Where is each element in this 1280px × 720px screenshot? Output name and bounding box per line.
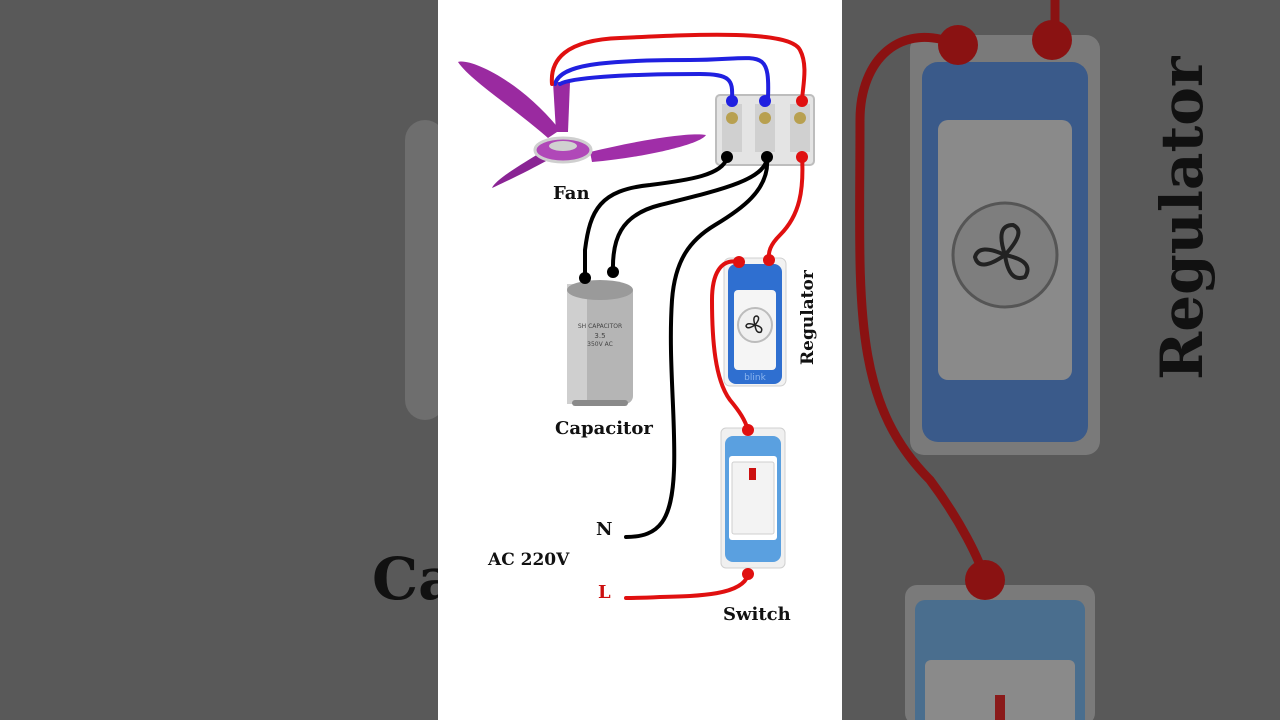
terminal-dots [579, 95, 808, 580]
capacitor-text-1: SH CAPACITOR [578, 323, 622, 330]
switch-image [720, 427, 786, 569]
live-label: L [598, 582, 611, 603]
capacitor-text-2: 3.5 [594, 332, 605, 340]
regulator-brand: blink [744, 373, 766, 383]
fan-symbol-icon [745, 315, 763, 334]
capacitor-label: Capacitor [555, 418, 653, 439]
neutral-label: N [596, 519, 613, 540]
live-wires-red [549, 32, 807, 600]
terminal-block [715, 94, 815, 166]
capacitor-text-3: 350V AC [587, 341, 613, 348]
switch-label: Switch [723, 604, 791, 625]
switch-indicator [749, 468, 756, 480]
regulator-label: Regulator [798, 270, 818, 365]
bg-capacitor-shape [405, 120, 445, 420]
neutral-wires-black [583, 156, 770, 539]
switch-rocker [731, 461, 775, 535]
capacitor-image [567, 280, 633, 406]
fan-blade-1 [458, 61, 560, 138]
ceiling-fan-image [458, 61, 706, 188]
fan-downrod [553, 82, 570, 132]
fan-blade-3 [492, 150, 548, 188]
supply-voltage-label: AC 220V [488, 550, 570, 570]
fan-blade-2 [590, 134, 706, 162]
bg-fan-symbol-icon [972, 222, 1030, 280]
fan-wires-blue [553, 56, 771, 100]
fan-label: Fan [553, 183, 590, 204]
regulator-image [723, 257, 787, 387]
